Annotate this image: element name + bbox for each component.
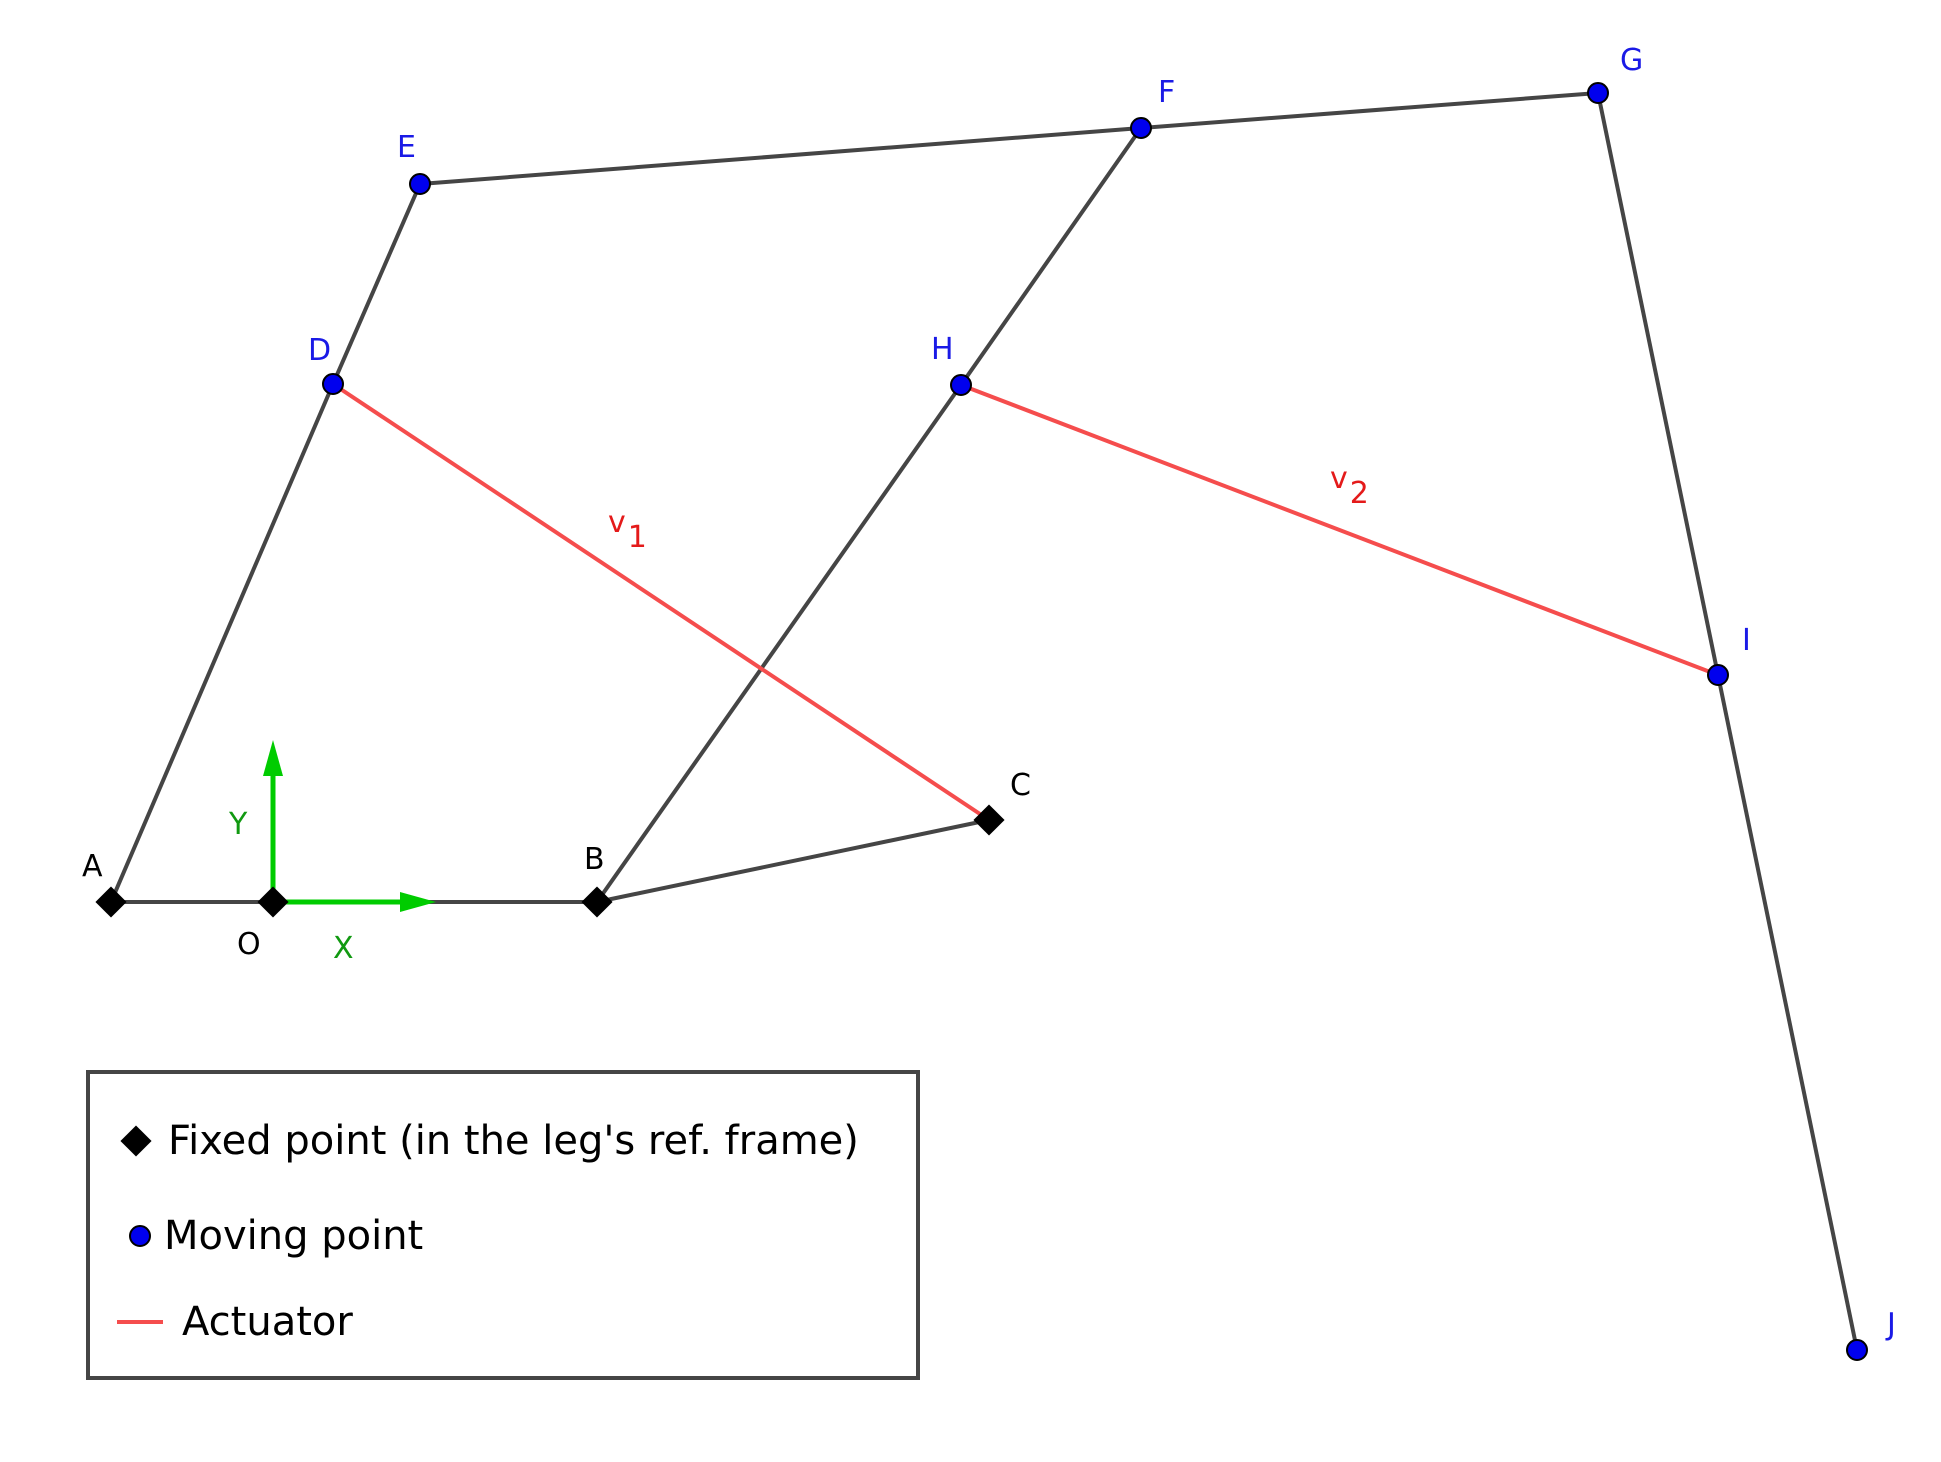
x-axis-arrowhead (400, 892, 436, 912)
point-label-f: F (1158, 75, 1175, 110)
link-ij (1716, 674, 1859, 1351)
link-bh (595, 383, 963, 904)
actuator-line-hi (960, 383, 1719, 677)
points-layer (95, 82, 1868, 1361)
link-de (331, 183, 422, 385)
actuator-label-v2: v2 (1330, 461, 1369, 511)
point-label-i: I (1742, 623, 1751, 658)
legend-moving-label: Moving point (164, 1213, 423, 1259)
point-label-o: O (237, 927, 261, 962)
actuator-line-dc (331, 382, 991, 822)
links-layer (109, 91, 1859, 1351)
actuator-label-v1: v1 (608, 505, 647, 555)
link-gi (1596, 92, 1720, 676)
point-label-b: B (584, 842, 605, 877)
y-axis-label: Y (228, 807, 248, 842)
point-label-e: E (397, 130, 416, 165)
fixed-point-a (95, 886, 127, 918)
legend: Fixed point (in the leg's ref. frame) Mo… (86, 1070, 920, 1380)
link-bc (596, 818, 990, 904)
moving-point-e (409, 173, 431, 195)
legend-fixed-point-icon (120, 1125, 152, 1157)
link-ad (109, 383, 335, 903)
fixed-point-c (973, 804, 1005, 836)
moving-point-i (1707, 664, 1729, 686)
y-axis-arrowhead (263, 740, 283, 776)
point-label-a: A (82, 849, 103, 884)
point-label-d: D (308, 333, 331, 368)
link-hf (959, 126, 1143, 387)
link-fg (1140, 91, 1599, 130)
moving-point-h (950, 374, 972, 396)
link-ef (419, 126, 1142, 186)
fixed-point-o (257, 886, 289, 918)
point-label-h: H (931, 332, 954, 367)
legend-actuator-label: Actuator (182, 1299, 353, 1345)
moving-point-f (1130, 117, 1152, 139)
labels-layer: v1 v2A O B C D E F G H I J (82, 43, 1896, 1342)
moving-point-j (1846, 1339, 1868, 1361)
point-label-c: C (1010, 768, 1031, 803)
legend-box (86, 1070, 920, 1380)
actuators-layer (331, 382, 1719, 822)
point-label-g: G (1620, 43, 1643, 78)
fixed-point-b (581, 886, 613, 918)
legend-moving-point-icon (129, 1225, 151, 1247)
moving-point-g (1587, 82, 1609, 104)
legend-fixed-label: Fixed point (in the leg's ref. frame) (168, 1118, 859, 1164)
axes-layer: XY (228, 740, 436, 966)
x-axis-label: X (333, 931, 354, 966)
moving-point-d (322, 373, 344, 395)
point-label-j: J (1885, 1307, 1896, 1342)
